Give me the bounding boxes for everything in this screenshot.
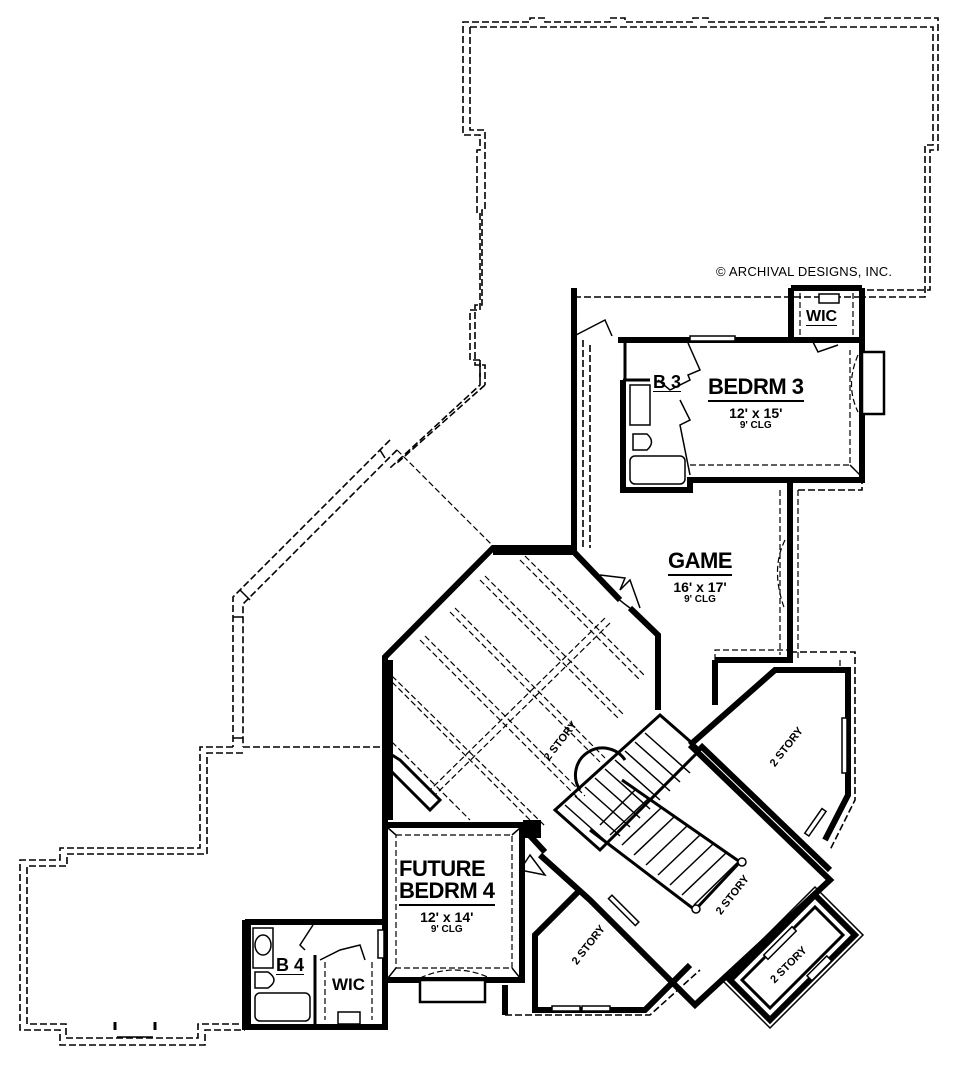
east-two-story-walls bbox=[688, 649, 856, 873]
future-bedrm4-ceiling: 9' CLG bbox=[430, 924, 463, 935]
bath4-label: B 4 bbox=[276, 955, 305, 975]
future-bedrm4-walls bbox=[385, 822, 525, 1015]
bay-two-story-walls bbox=[720, 885, 865, 1030]
staircase bbox=[552, 712, 747, 914]
game-ceiling: 9' CLG bbox=[684, 594, 716, 605]
future-bedrm4-name-line2: BEDRM 4 bbox=[399, 880, 495, 906]
future-bedrm4-label: FUTURE BEDRM 4 12' x 14' 9' CLG bbox=[399, 858, 495, 935]
roof-outline bbox=[19, 17, 939, 1046]
bath4-wic-walls bbox=[245, 919, 388, 1027]
bedrm3-dimensions: 12' x 15' bbox=[729, 405, 783, 421]
game-dimensions: 16' x 17' bbox=[673, 579, 727, 595]
bedrm3-ceiling: 9' CLG bbox=[739, 420, 772, 431]
bedrm3-name: BEDRM 3 bbox=[708, 376, 804, 402]
wic-top-label: WIC bbox=[806, 308, 838, 326]
future-bedrm4-dimensions: 12' x 14' bbox=[420, 909, 474, 925]
wic-bottom-label: WIC bbox=[332, 975, 366, 994]
game-room-walls bbox=[242, 285, 886, 1030]
foyer-octagon bbox=[387, 549, 661, 831]
game-name: GAME bbox=[668, 550, 733, 576]
game-label: GAME 16' x 17' 9' CLG bbox=[668, 550, 733, 605]
bedrm3-label: BEDRM 3 12' x 15' 9' CLG bbox=[708, 376, 804, 431]
bath3-label: B 3 bbox=[653, 372, 682, 392]
copyright-notice: © ARCHIVAL DESIGNS, INC. bbox=[716, 264, 893, 279]
south-two-story-walls bbox=[505, 853, 701, 1016]
future-bedrm4-name-line1: FUTURE bbox=[399, 856, 486, 881]
